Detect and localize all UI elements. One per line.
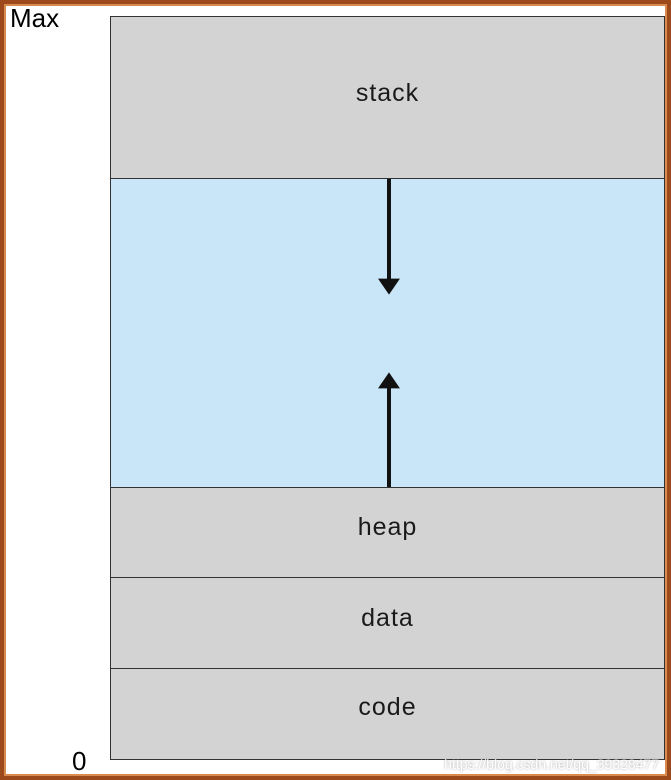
free-space-region (111, 179, 664, 488)
stack-growth-down-arrow (378, 179, 400, 295)
stack-label: stack (355, 79, 420, 107)
watermark-text: https://blog.csdn.net/qq_39328477 (444, 756, 659, 772)
axis-max-label: Max (10, 3, 60, 33)
data-segment: data (111, 578, 664, 669)
growth-arrows (378, 179, 400, 487)
heap-label: heap (357, 513, 418, 541)
data-label: data (361, 603, 414, 632)
heap-growth-up-arrow (378, 372, 400, 487)
heap-segment: heap (111, 488, 664, 578)
stack-segment: stack (111, 17, 664, 179)
code-label: code (358, 692, 417, 721)
code-segment: code (111, 669, 664, 759)
axis-min-label: 0 (72, 746, 87, 776)
memory-layout-diagram: stack heap data code (110, 16, 665, 760)
